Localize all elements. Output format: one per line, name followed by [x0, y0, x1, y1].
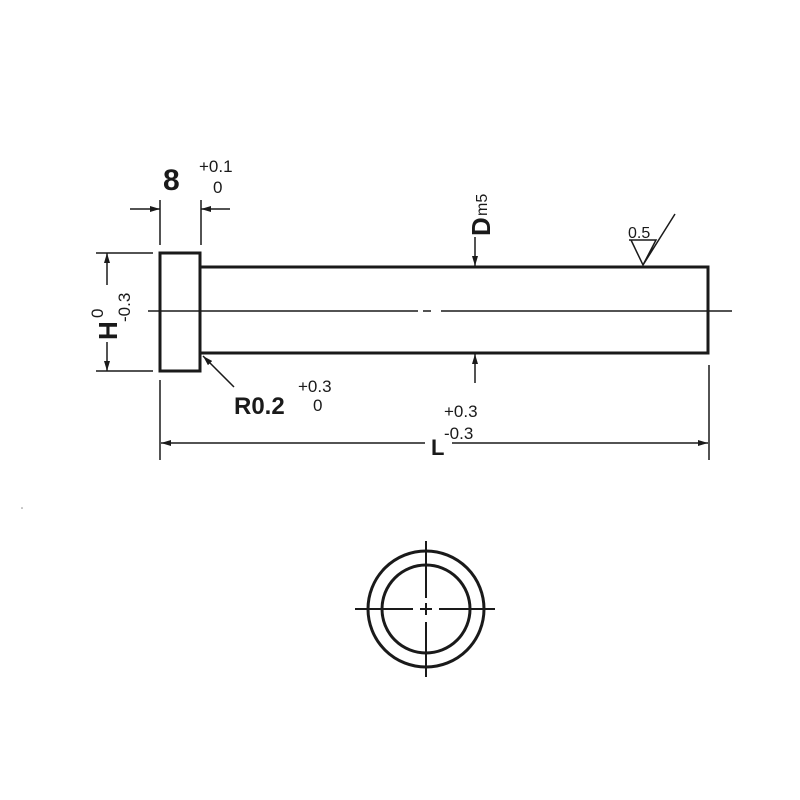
- head-width-upper-tol: +0.1: [199, 157, 233, 176]
- head-height-dimension: H 0 -0.3: [88, 252, 153, 372]
- fillet-label: R0.2: [234, 393, 285, 420]
- end-view: [355, 541, 495, 677]
- head-width-value: 8: [163, 164, 180, 197]
- length-upper-tol: +0.3: [444, 402, 478, 421]
- length-lower-tol: -0.3: [444, 424, 473, 443]
- stray-dot: [21, 507, 23, 509]
- head-width-dimension: 8 +0.1 0: [130, 157, 233, 245]
- pin-head: [158, 251, 202, 373]
- fillet-lower-tol: 0: [313, 396, 322, 415]
- head-height-upper-tol: 0: [88, 309, 107, 318]
- side-view: [148, 251, 732, 373]
- pin-shank: [200, 265, 710, 355]
- surface-roughness-value: 0.5: [628, 225, 650, 242]
- length-label: L: [431, 435, 444, 460]
- head-height-label: H: [93, 321, 123, 340]
- surface-roughness-symbol: 0.5: [628, 213, 676, 267]
- fillet-upper-tol: +0.3: [298, 377, 332, 396]
- length-dimension: L +0.3 -0.3: [159, 365, 710, 460]
- head-height-lower-tol: -0.3: [115, 293, 134, 322]
- end-view-center-lines: [355, 541, 495, 677]
- head-width-lower-tol: 0: [213, 178, 222, 197]
- diameter-fit: m5: [474, 194, 491, 216]
- diameter-dimension: D m5: [466, 194, 496, 383]
- fillet-callout: R0.2 +0.3 0: [202, 355, 332, 420]
- diameter-label: D: [466, 217, 496, 236]
